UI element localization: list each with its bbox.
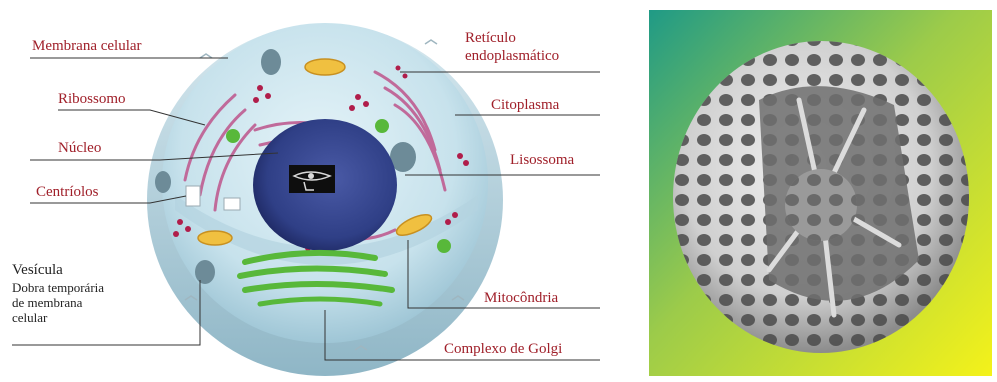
label-citoplasma: Citoplasma bbox=[491, 97, 559, 113]
label-endoplasmatico: endoplasmático bbox=[465, 48, 559, 64]
label-mitocondria: Mitocôndria bbox=[484, 290, 558, 306]
label-vesicula-desc-3: celular bbox=[12, 311, 47, 325]
label-vesicula-desc-2: de membrana bbox=[12, 296, 82, 310]
radiolarian-illustration bbox=[649, 10, 992, 376]
label-membrana-celular: Membrana celular bbox=[32, 38, 142, 54]
label-centriolos: Centríolos bbox=[36, 184, 99, 200]
label-complexo-de-golgi: Complexo de Golgi bbox=[444, 341, 562, 357]
radiolarian-photo bbox=[649, 10, 992, 376]
label-nucleo: Núcleo bbox=[58, 140, 101, 156]
label-reticulo: Retículo bbox=[465, 30, 516, 46]
eye-of-horus-icon bbox=[289, 165, 335, 193]
label-ribossomo: Ribossomo bbox=[58, 91, 126, 107]
label-vesicula: Vesícula bbox=[12, 262, 63, 278]
label-vesicula-desc-1: Dobra temporária bbox=[12, 281, 104, 295]
label-lisossoma: Lisossoma bbox=[510, 152, 574, 168]
